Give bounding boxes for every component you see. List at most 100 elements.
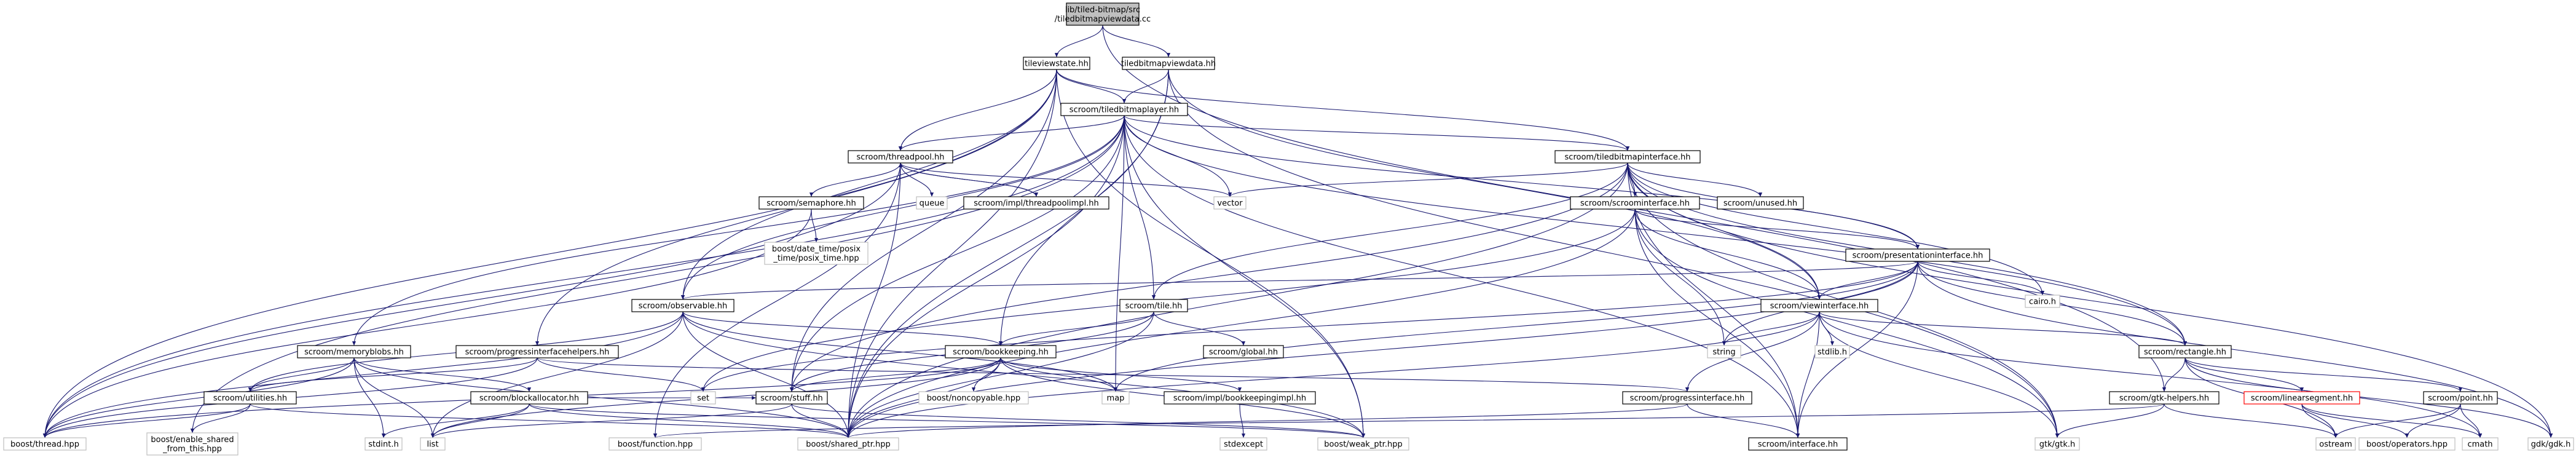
node-box <box>420 437 446 451</box>
edge-utilities-to-enable_shared <box>190 403 251 433</box>
node-threadpool[interactable]: scroom/threadpool.hh <box>848 150 953 164</box>
node-unused[interactable]: scroom/unused.hh <box>1717 196 1804 210</box>
edge-tiledbitmaplayer-to-tiledbitmapinterface <box>1124 115 1629 151</box>
node-box <box>1717 196 1804 210</box>
edge-scroominterface-to-presentationinterface <box>1634 208 1920 250</box>
edge-progressinterface-to-interface <box>1687 403 1800 438</box>
node-box <box>755 391 828 405</box>
node-bookkeepingimpl[interactable]: scroom/impl/bookkeepingimpl.hh <box>1164 391 1316 405</box>
edge-progressinterfacehelpers-to-progressinterface <box>537 357 1689 392</box>
node-threadpoolimpl[interactable]: scroom/impl/threadpoolimpl.hh <box>963 196 1109 210</box>
node-box <box>2109 391 2220 405</box>
node-point[interactable]: scroom/point.hh <box>2423 391 2498 405</box>
node-label: scroom/blockallocator.hh <box>479 394 579 403</box>
node-label: scroom/bookkeeping.hh <box>953 348 1049 357</box>
node-label: tiledbitmapviewdata.hh <box>1121 60 1216 69</box>
node-label: lib/tiled-bitmap/src <box>1065 6 1140 15</box>
node-blockallocator[interactable]: scroom/blockallocator.hh <box>470 391 588 405</box>
node-presentationinterface[interactable]: scroom/presentationinterface.hh <box>1845 248 1990 262</box>
node-box <box>1845 248 1990 262</box>
edge-tiledbitmaplayer-to-threadpool <box>899 115 1125 151</box>
node-box <box>1622 391 1752 405</box>
node-box <box>2138 345 2232 358</box>
node-label: scroom/point.hh <box>2428 394 2493 403</box>
node-linearsegment[interactable]: scroom/linearsegment.hh <box>2243 391 2360 405</box>
edge-scroominterface-to-viewinterface <box>1634 208 1822 300</box>
edge-tiledbitmapinterface-to-interface <box>1627 162 1800 438</box>
edge-tiledbitmapviewdata-to-tiledbitmaplayer <box>1122 69 1169 104</box>
edge-bookkeeping-to-bookkeepingimpl <box>1000 357 1242 392</box>
edge-threadpoolimpl-to-threadpool <box>898 162 1037 197</box>
node-gtkhelpers[interactable]: scroom/gtk-helpers.hh <box>2109 391 2220 405</box>
node-label: cairo.h <box>2029 298 2056 307</box>
edge-linearsegment-to-operators <box>2301 403 2409 438</box>
edge-rectangle-to-linearsegment <box>2184 357 2304 392</box>
node-bookkeeping[interactable]: scroom/bookkeeping.hh <box>945 345 1057 358</box>
node-label: scroom/observable.hh <box>639 302 727 311</box>
node-scroominterface[interactable]: scroom/scroominterface.hh <box>1570 196 1700 210</box>
node-box <box>1748 437 1848 451</box>
edge-progressinterfacehelpers-to-set <box>537 357 706 392</box>
node-observable[interactable]: scroom/observable.hh <box>631 299 735 312</box>
edge-scroominterface-to-interface <box>1634 208 1800 438</box>
node-rectangle[interactable]: scroom/rectangle.hh <box>2138 345 2232 358</box>
edge-viewinterface-to-shared_ptr <box>846 311 1820 438</box>
edge-tile-to-global <box>1153 311 1246 346</box>
node-label: scroom/unused.hh <box>1723 199 1797 208</box>
edge-tileviewstate-to-thread <box>42 69 1057 438</box>
node-queue: queue <box>916 196 948 210</box>
node-progressinterface[interactable]: scroom/progressinterface.hh <box>1622 391 1752 405</box>
edge-tiledbitmaplayer-to-enable_shared <box>190 115 1125 433</box>
edge-tile-to-bookkeeping <box>998 311 1154 346</box>
edge-memoryblobs-to-thread <box>42 357 355 438</box>
node-label: boost/weak_ptr.hpp <box>1324 440 1402 449</box>
edge-blockallocator-to-list <box>430 403 530 438</box>
node-root[interactable]: lib/tiled-bitmap/src/tiledbitmapviewdata… <box>1055 2 1151 26</box>
node-semaphore[interactable]: scroom/semaphore.hh <box>758 196 864 210</box>
node-tiledbitmapviewdata[interactable]: tiledbitmapviewdata.hh <box>1121 57 1216 70</box>
node-progressinterfacehelpers[interactable]: scroom/progressinterfacehelpers.hh <box>455 345 619 358</box>
edge-blockallocator-to-shared_ptr <box>529 403 850 438</box>
node-box <box>1060 103 1188 116</box>
node-viewinterface[interactable]: scroom/viewinterface.hh <box>1760 299 1878 312</box>
node-label: scroom/progressinterface.hh <box>1630 394 1745 403</box>
node-label: gdk/gdk.h <box>2531 440 2571 449</box>
edge-threadpool-to-vector <box>900 162 1232 197</box>
node-box <box>2358 437 2456 451</box>
edge-viewinterface-to-string <box>1722 311 1820 346</box>
node-stuff[interactable]: scroom/stuff.hh <box>755 391 828 405</box>
node-label: ostream <box>2319 440 2352 449</box>
edge-threadpool-to-queue <box>900 162 934 197</box>
node-global[interactable]: scroom/global.hh <box>1203 345 1284 358</box>
node-box <box>963 196 1109 210</box>
node-box <box>1219 437 1267 451</box>
node-tile[interactable]: scroom/tile.hh <box>1119 299 1188 312</box>
node-utilities[interactable]: scroom/utilities.hh <box>203 391 297 405</box>
node-box <box>1119 299 1188 312</box>
node-label: _time/posix_time.hpp <box>773 254 859 263</box>
edge-tiledbitmaplayer-to-rectangle <box>1124 115 2188 346</box>
edge-tiledbitmaplayer-to-weak_ptr <box>1124 115 1366 438</box>
node-box <box>848 150 953 164</box>
edge-bookkeepingimpl-to-stdexcept <box>1239 403 1246 438</box>
node-tileviewstate[interactable]: tileviewstate.hh <box>1023 57 1090 70</box>
edge-tiledbitmapinterface-to-shared_ptr <box>846 162 1628 438</box>
nodes: lib/tiled-bitmap/src/tiledbitmapviewdata… <box>3 2 2574 456</box>
node-box <box>916 196 948 210</box>
node-memoryblobs[interactable]: scroom/memoryblobs.hh <box>297 345 411 358</box>
node-label: gtk/gtk.h <box>2039 440 2076 449</box>
node-tiledbitmapinterface[interactable]: scroom/tiledbitmapinterface.hh <box>1554 150 1701 164</box>
node-tiledbitmaplayer[interactable]: scroom/tiledbitmaplayer.hh <box>1060 103 1188 116</box>
edge-presentationinterface-to-observable <box>681 261 1918 300</box>
node-interface[interactable]: scroom/interface.hh <box>1748 437 1848 451</box>
edge-observable-to-shared_ptr <box>682 311 851 438</box>
edge-observable-to-list <box>430 311 683 438</box>
node-box <box>918 391 1029 405</box>
node-enable_shared: boost/enable_shared_from_this.hpp <box>146 432 238 456</box>
node-map: map <box>1101 391 1130 405</box>
edge-scroominterface-to-gtk <box>1634 208 2060 438</box>
node-label: boost/noncopyable.hpp <box>927 394 1021 403</box>
node-noncopyable: boost/noncopyable.hpp <box>918 391 1029 405</box>
edge-rectangle-to-gtkhelpers <box>2162 357 2186 392</box>
node-box <box>690 391 716 405</box>
